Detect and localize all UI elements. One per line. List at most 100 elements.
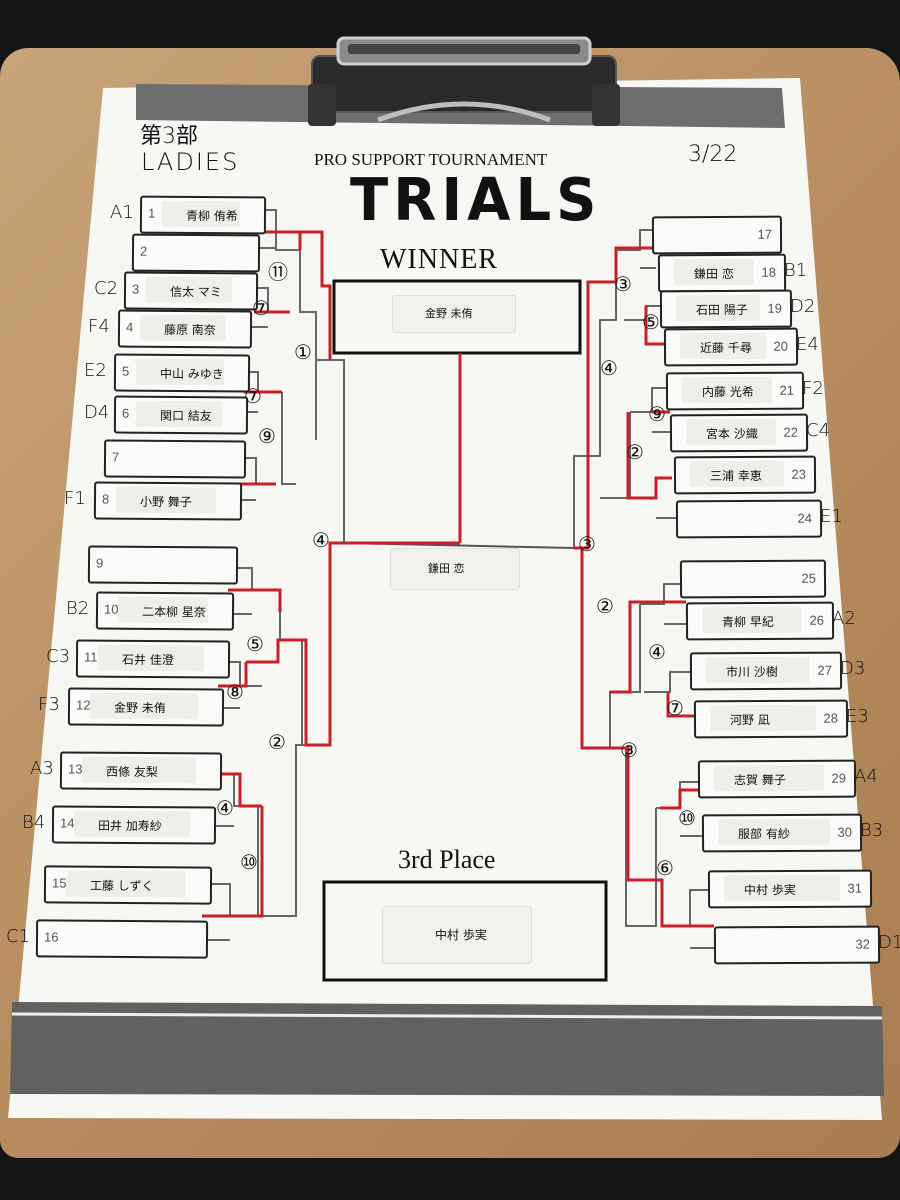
player-name: 石田 陽子 [695,302,748,318]
seed-number: 9 [95,555,104,571]
player-slot-29: 29 志賀 舞子 [697,759,857,799]
player-slot-2: 2 [131,233,261,273]
clipboard-clip [308,36,620,126]
player-slot-1: 1 青柳 侑希 [139,195,267,235]
group-label: B4 [22,812,46,833]
group-label: C4 [806,420,831,441]
match-number: ④ [648,640,666,664]
player-name: 市川 沙樹 [725,664,778,680]
seed-number: 16 [43,929,59,945]
seed-number: 25 [801,570,817,586]
player-slot-14: 14 田井 加寿紗 [51,805,217,845]
player-name: 近藤 千尋 [699,340,752,356]
third-place-box [322,880,608,982]
player-slot-13: 13 西條 友梨 [59,751,223,791]
match-number: ④ [312,528,330,552]
third-place-name: 中村 歩実 [435,928,487,942]
match-number: ⑨ [258,424,276,448]
match-number: ① [294,340,312,364]
seed-number: 29 [831,770,847,786]
player-slot-17: 17 [651,215,783,255]
match-number: ③ [578,532,596,556]
winner-name: 金野 未侑 [425,307,473,320]
group-label: B3 [860,820,884,841]
match-number: ④ [216,796,234,820]
group-label: E2 [84,360,107,381]
match-number: ② [626,440,644,464]
player-name: 信太 マミ [169,284,222,300]
seed-number: 13 [67,761,83,777]
group-label: E4 [796,334,819,355]
seed-number: 20 [773,338,789,354]
player-slot-27: 27 市川 沙樹 [689,651,843,691]
seed-number: 32 [855,936,871,952]
player-name: 青柳 侑希 [185,208,238,224]
player-name: 中山 みゆき [159,366,224,382]
seed-number: 10 [103,601,119,617]
match-number: ⑦ [244,384,262,408]
match-number: ⑪ [268,260,288,284]
player-slot-9: 9 [87,545,239,585]
player-name: 内藤 光希 [701,384,754,400]
seed-number: 14 [59,815,75,831]
player-name: 中村 歩実 [743,882,796,898]
player-name: 藤原 南奈 [163,322,216,338]
seed-number: 3 [131,281,140,297]
player-slot-25: 25 [679,559,827,599]
group-label: C2 [94,278,119,299]
player-slot-16: 16 [35,919,209,959]
seed-number: 24 [797,510,813,526]
seed-number: 8 [101,491,110,507]
seed-number: 31 [847,880,863,896]
match-number: ⑤ [246,632,264,656]
player-slot-7: 7 [103,439,247,479]
match-number: ⑤ [642,310,660,334]
group-label: A3 [30,758,54,779]
player-slot-19: 19 石田 陽子 [659,289,793,329]
right-red-path [574,246,714,928]
tournament-title: TRIALS [350,166,602,235]
player-name: 青柳 早紀 [721,614,774,630]
winner-box [332,279,582,355]
match-number: ⑩ [678,806,696,830]
footer-band [10,1002,884,1096]
seed-number: 7 [111,449,120,465]
finalist-name: 鎌田 恋 [428,562,465,575]
seed-number: 30 [837,824,853,840]
tournament-subtitle: PRO SUPPORT TOURNAMENT [314,150,548,169]
seed-number: 19 [767,300,783,316]
date-label: 3/22 [688,142,738,167]
seed-number: 17 [757,226,773,242]
group-label: D3 [840,658,866,679]
left-red-path [202,230,344,918]
third-place-tag [382,906,532,964]
player-slot-24: 24 [675,499,823,539]
player-name: 田井 加寿紗 [97,818,162,834]
player-slot-32: 32 [713,925,881,965]
group-label: E3 [846,706,869,727]
player-name: 宮本 沙織 [705,426,758,442]
seed-number: 12 [75,697,91,713]
seed-number: 2 [139,243,148,259]
group-label: E1 [820,506,843,527]
player-name: 志賀 舞子 [733,772,786,788]
player-slot-20: 20 近藤 千尋 [663,327,799,367]
player-name: 西條 友梨 [105,764,158,780]
group-label: F4 [88,316,110,337]
player-name: 三浦 幸恵 [709,468,762,484]
seed-number: 1 [147,205,156,221]
match-number: ⑧ [226,680,244,704]
seed-number: 27 [817,662,833,678]
seed-number: 6 [121,405,130,421]
